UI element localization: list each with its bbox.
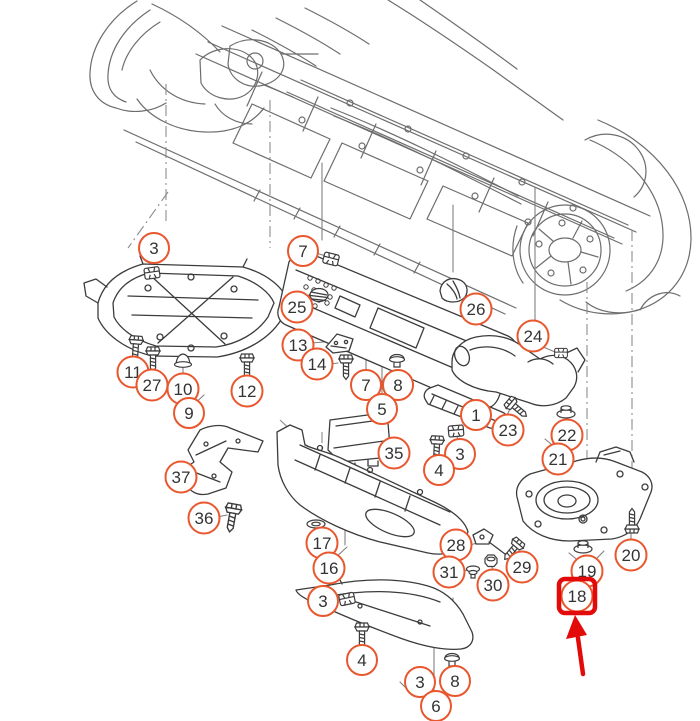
car-underbody-illustration [89, 0, 692, 315]
part-linkage-bracket [472, 528, 515, 555]
callout-14: 14 [300, 347, 334, 381]
exploded-parts [83, 251, 653, 650]
nut-icon [484, 554, 498, 568]
clip-icon [554, 347, 568, 359]
callout-label: 37 [172, 468, 191, 487]
nut-washer-icon [556, 405, 576, 419]
callout-label: 16 [320, 559, 339, 578]
callout-36: 36 [187, 501, 221, 535]
callout-label: 31 [440, 563, 459, 582]
callout-27: 27 [135, 368, 169, 402]
callout-29: 29 [505, 550, 539, 584]
callout-label: 18 [568, 587, 587, 606]
callout-label: 29 [513, 558, 532, 577]
callout-label: 28 [447, 536, 466, 555]
clip-icon [143, 265, 161, 281]
callout-label: 21 [549, 450, 568, 469]
callout-label: 3 [415, 673, 424, 692]
callout-6: 6 [420, 690, 452, 721]
callout-23: 23 [491, 413, 525, 447]
callout-label: 35 [385, 444, 404, 463]
callout-20: 20 [614, 538, 648, 572]
callout-16: 16 [312, 551, 346, 585]
callout-label: 8 [393, 376, 402, 395]
callout-label: 4 [357, 651, 366, 670]
callout-3-c: 3 [307, 585, 339, 617]
callout-label: 7 [298, 242, 307, 261]
part-deflector-cap [439, 277, 468, 303]
part-rear-underbody-panel [515, 446, 653, 542]
callout-label: 9 [184, 404, 193, 423]
clip-icon [447, 424, 465, 438]
callout-8-b: 8 [439, 665, 471, 697]
callout-label: 26 [467, 300, 486, 319]
callout-label: 8 [450, 672, 459, 691]
callout-37: 37 [164, 460, 198, 494]
highlighted-callout-18: 18 [556, 576, 598, 616]
clip-icon [337, 591, 357, 607]
callout-label: 3 [455, 445, 464, 464]
callout-4-b: 4 [346, 644, 378, 676]
callout-label: 17 [313, 534, 332, 553]
fasteners [127, 251, 640, 667]
callout-35: 35 [377, 436, 411, 470]
callout-30: 30 [476, 568, 510, 602]
callout-label: 20 [622, 546, 641, 565]
expansion-clip-icon [309, 287, 329, 303]
rivet-icon [465, 565, 481, 579]
callout-5: 5 [366, 393, 398, 425]
callouts: 3 7 25 26 13 14 24 11 27 10 12 7 8 5 9 1… [116, 232, 648, 721]
part-engine-undertray [83, 255, 289, 358]
callout-label: 23 [499, 421, 518, 440]
callout-3-a: 3 [138, 232, 170, 264]
callout-label: 22 [558, 426, 577, 445]
nut-washer-icon [573, 540, 593, 554]
callout-label: 11 [124, 363, 142, 382]
callout-label: 13 [289, 336, 308, 355]
callout-24: 24 [516, 319, 550, 353]
callout-7-a: 7 [287, 235, 319, 267]
callout-label: 3 [149, 239, 158, 258]
callout-17: 17 [305, 526, 339, 560]
callout-25: 25 [280, 290, 314, 324]
callout-31: 31 [432, 555, 466, 589]
part-small-bracket [325, 333, 354, 354]
callout-label: 14 [308, 355, 327, 374]
callout-label: 25 [288, 298, 307, 317]
callout-label: 12 [238, 382, 257, 401]
highlight-box [556, 576, 598, 616]
screw-icon [220, 501, 244, 534]
callout-label: 4 [434, 461, 443, 480]
callout-8-a: 8 [382, 369, 414, 401]
callout-12: 12 [230, 374, 264, 408]
spare-wheel-well [512, 204, 611, 296]
callout-label: 6 [431, 697, 440, 716]
callout-label: 24 [524, 327, 543, 346]
callout-label: 10 [174, 380, 193, 399]
callout-label: 1 [471, 406, 480, 425]
callout-21: 21 [541, 442, 575, 476]
callout-label: 27 [143, 376, 162, 395]
callout-label: 7 [361, 376, 370, 395]
screw-icon [354, 622, 370, 649]
callout-label: 3 [318, 592, 327, 611]
callout-1: 1 [460, 399, 492, 431]
screw-icon [338, 354, 354, 381]
callout-28: 28 [439, 528, 473, 562]
callout-label: 36 [195, 509, 214, 528]
part-support-bracket [181, 424, 264, 496]
floor-holes [298, 99, 577, 226]
callout-7-b: 7 [350, 369, 382, 401]
part-air-duct [451, 334, 586, 407]
callout-label: 5 [377, 400, 386, 419]
callout-26: 26 [459, 292, 493, 326]
callout-3-d: 3 [404, 666, 436, 698]
callout-9: 9 [173, 397, 205, 429]
callout-label: 30 [484, 576, 503, 595]
highlight-arrow [566, 615, 587, 677]
callout-4-a: 4 [423, 454, 455, 486]
callout-label: 19 [578, 562, 597, 581]
plug-icon [443, 652, 461, 667]
